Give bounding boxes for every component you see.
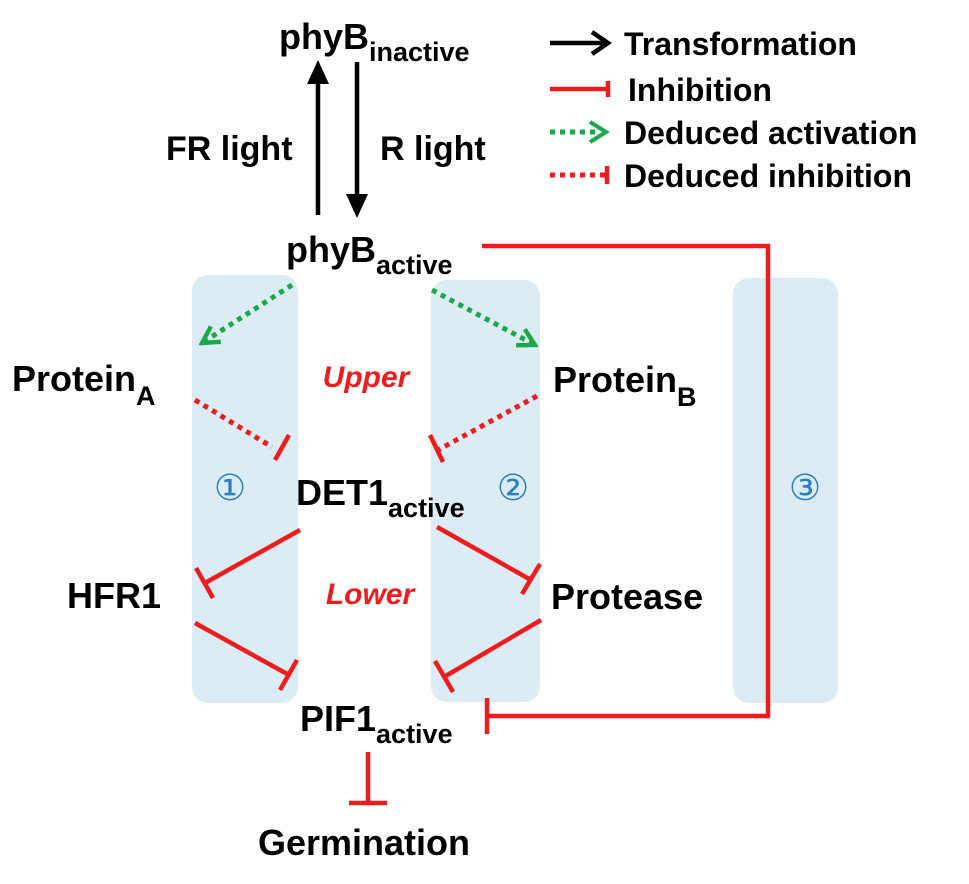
legend-deduced-activation-label: Deduced activation [624,115,917,151]
protease-to-pif1-inhibition [433,618,543,694]
node-hfr1: HFR1 [67,575,161,616]
region-1-number: ① [214,467,246,508]
region-3-number: ③ [789,467,821,508]
phyb-to-protein-a-activation [202,282,294,343]
phyb-to-pif1-inhibition [482,243,771,734]
legend-deduced-inhibition-symbol [550,166,610,184]
legend-inhibition-label: Inhibition [628,72,772,108]
region-2-shade [431,280,540,702]
region-1-shade [192,275,298,703]
legend-transformation-symbol [550,30,612,56]
protein-a-to-det1-inhibition [193,397,291,462]
region-3-shade [733,278,838,703]
legend: Transformation Inhibition Deduced activa… [550,26,917,194]
node-phyb-active: phyBactive [286,229,453,280]
region-2-number: ② [497,467,529,508]
node-det1-active: DET1active [296,472,465,523]
hfr1-to-pif1-inhibition [193,621,299,692]
node-germination: Germination [258,822,470,863]
legend-deduced-activation-symbol [550,120,610,144]
det1-to-hfr1-inhibition [194,528,302,600]
region-label-lower: Lower [326,578,417,611]
r-light-arrow [346,62,368,218]
node-protein-a: ProteinA [12,358,156,411]
edge-label-fr-light: FR light [166,130,293,168]
legend-transformation-label: Transformation [624,26,857,62]
region-label-upper: Upper [323,361,412,394]
pif1-to-germination-inhibition [349,752,387,806]
det1-to-protease-inhibition [435,525,542,596]
node-pif1-active: PIF1active [300,698,453,749]
node-protein-b: ProteinB [553,359,697,412]
legend-inhibition-symbol [550,81,611,97]
edge-label-r-light: R light [380,130,486,168]
protein-b-to-det1-inhibition [427,393,539,463]
fr-light-arrow [307,60,329,215]
node-phyb-inactive: phyBinactive [279,16,470,67]
legend-deduced-inhibition-label: Deduced inhibition [624,158,912,194]
node-protease: Protease [551,576,703,617]
